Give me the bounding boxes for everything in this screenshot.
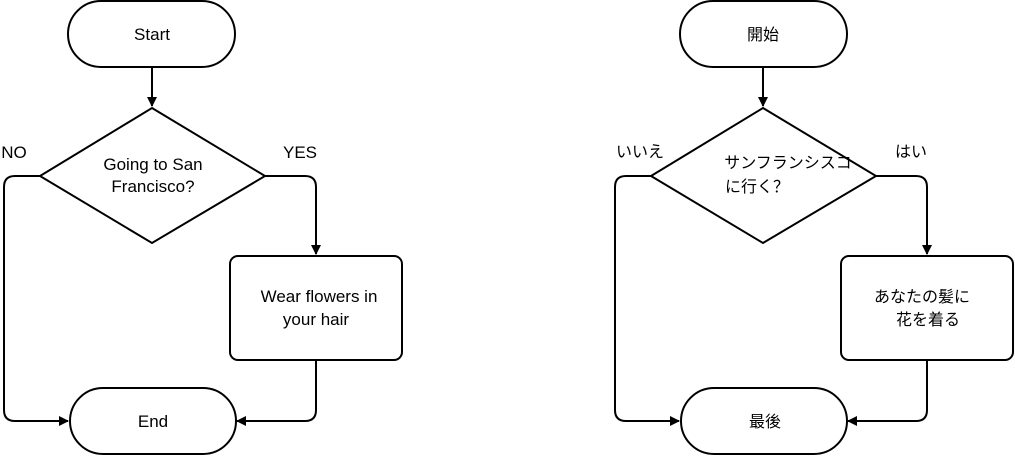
yes-edge-label: YES xyxy=(283,143,317,162)
no-edge-label: NO xyxy=(1,143,27,162)
yes-edge-label-ja: はい xyxy=(895,142,927,161)
flowchart-english: Start Going to San Francisco? Wear flowe… xyxy=(1,0,403,455)
action-node-label-ja-line2: 花を着る xyxy=(896,310,960,329)
edge-action-to-end xyxy=(236,360,317,426)
no-edge-label-ja: いいえ xyxy=(616,142,664,161)
decision-node: Going to San Francisco? xyxy=(38,106,267,245)
end-node-label: End xyxy=(138,412,168,431)
decision-node-ja: サンフランシスコ に行く？ xyxy=(649,106,878,245)
edge-action-to-end-ja xyxy=(847,360,928,426)
edge-decision-yes-to-action-ja xyxy=(876,175,932,255)
action-node-label-line2: your hair xyxy=(283,310,349,329)
action-node: Wear flowers in your hair xyxy=(229,255,403,361)
action-node-label-line1: Wear flowers in xyxy=(261,287,378,306)
decision-node-label-line2: Francisco? xyxy=(111,177,194,196)
end-node-label-ja: 最後 xyxy=(749,412,781,431)
end-node-ja: 最後 xyxy=(680,387,848,455)
edge-decision-no-to-end xyxy=(3,175,69,426)
edge-decision-yes-to-action xyxy=(265,175,321,255)
edge-decision-no-to-end-ja xyxy=(614,175,680,426)
flowchart-japanese: 開始 サンフランシスコ に行く？ あなたの髪に 花を着る 最後 はい いいえ xyxy=(614,0,1014,455)
decision-node-label-ja-line2: に行く？ xyxy=(725,177,789,196)
end-node: End xyxy=(69,387,237,455)
start-node-label: Start xyxy=(134,25,170,44)
start-node: Start xyxy=(67,0,236,68)
start-node-label-ja: 開始 xyxy=(747,25,779,44)
decision-node-label-line1: Going to San xyxy=(103,155,202,174)
action-node-ja: あなたの髪に 花を着る xyxy=(840,255,1014,361)
action-node-label-ja-line1: あなたの髪に xyxy=(874,287,970,306)
decision-node-label-ja-line1: サンフランシスコ xyxy=(724,153,852,172)
start-node-ja: 開始 xyxy=(679,0,848,68)
